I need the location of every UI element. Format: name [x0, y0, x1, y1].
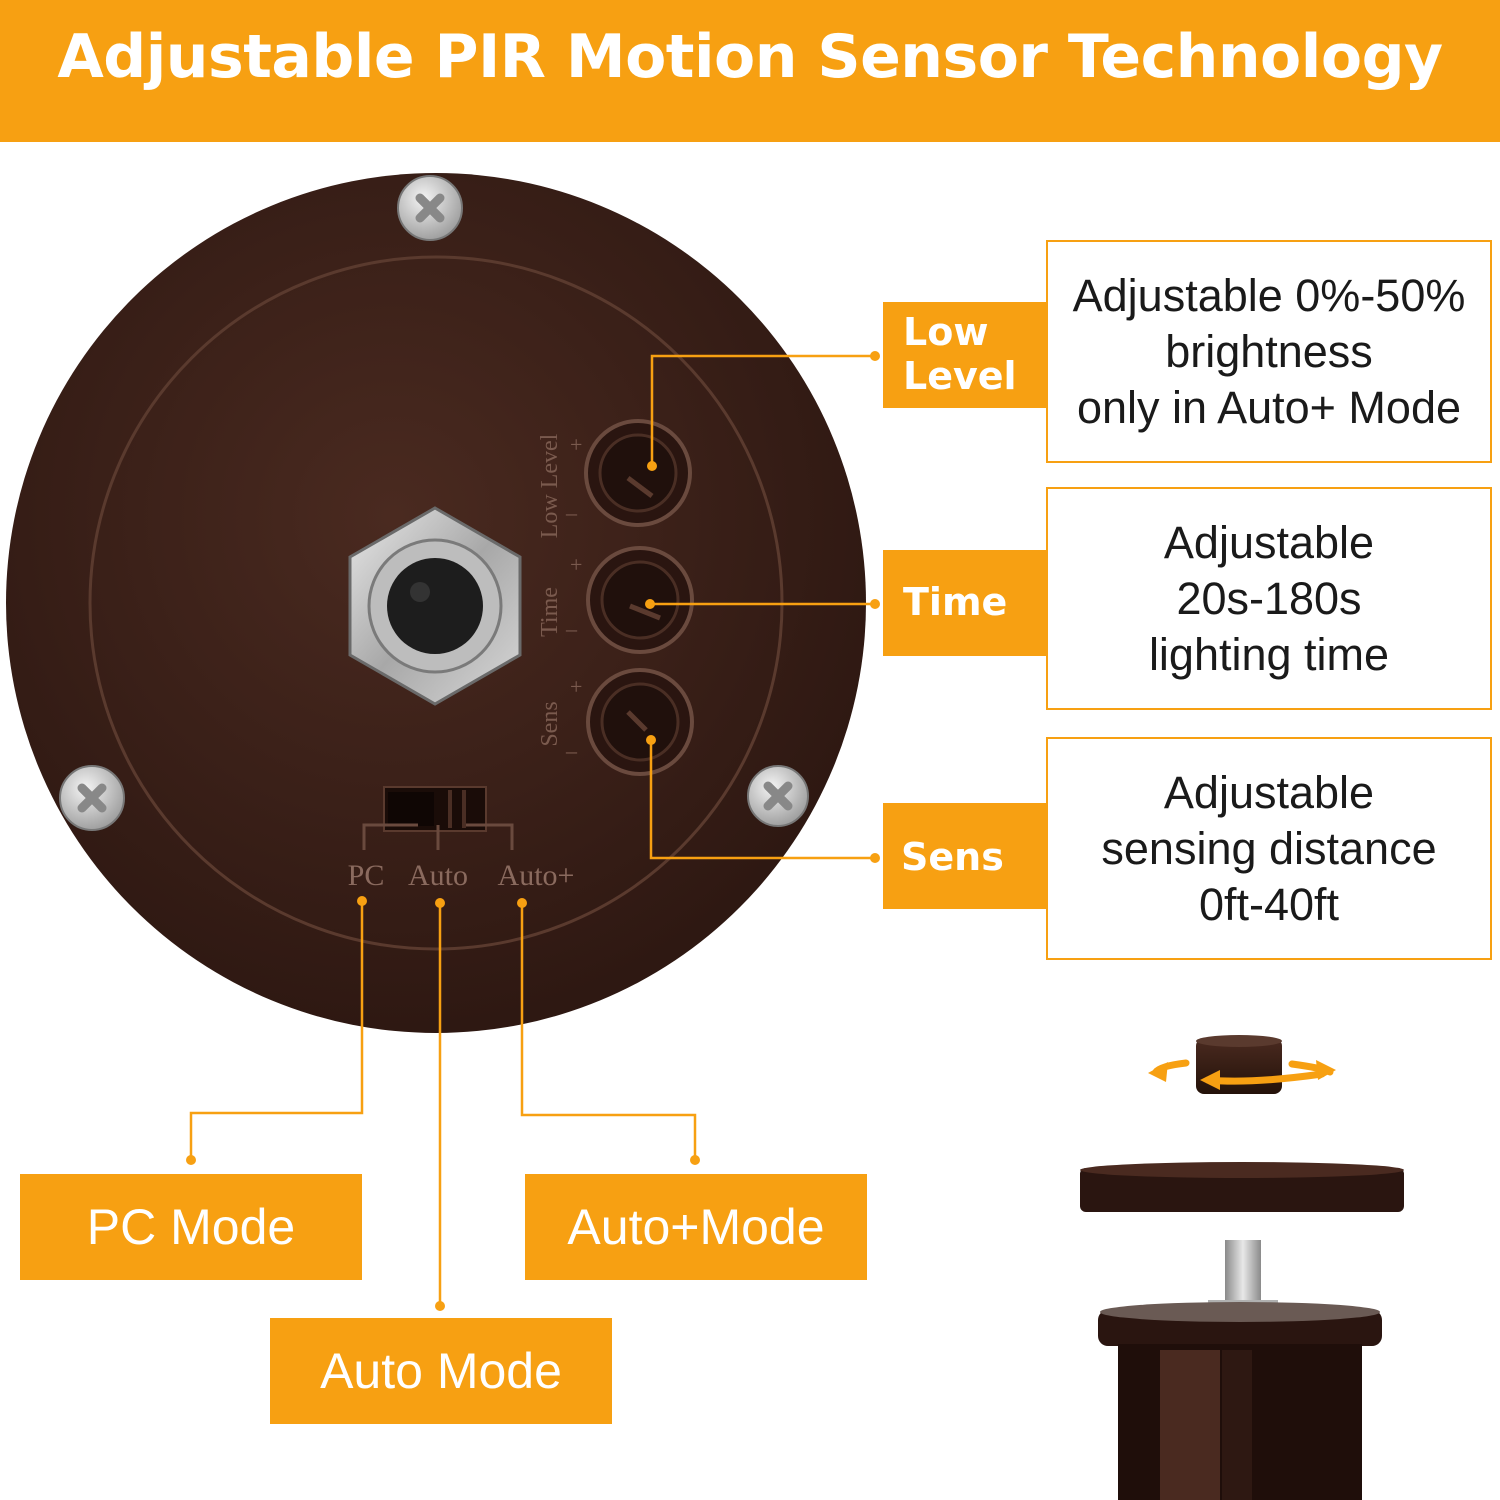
- tag-sens: Sens: [883, 803, 1047, 909]
- switch-label-auto: Auto: [408, 859, 468, 892]
- time-knob: [586, 546, 694, 654]
- tag-sens-label: Sens: [901, 835, 1004, 879]
- low-level-knob: [584, 419, 692, 527]
- desc-line: sensing distance: [1101, 822, 1437, 874]
- desc-line: Adjustable 0%-50%: [1072, 269, 1466, 321]
- tag-low-level-line2: Level: [903, 354, 1017, 398]
- mode-switch: [362, 786, 514, 850]
- arrow-head-icon: [1316, 1060, 1336, 1080]
- screw-icon: [59, 765, 125, 831]
- minus-mark: –: [565, 500, 578, 525]
- sensor-disc: [1080, 1162, 1404, 1212]
- minus-mark: –: [565, 738, 578, 763]
- desc-line: Adjustable: [1163, 766, 1375, 818]
- threaded-bolt: [1225, 1240, 1261, 1308]
- sensor-base: [1098, 1302, 1382, 1500]
- minus-mark: –: [565, 616, 578, 641]
- desc-low-level: Adjustable 0%-50% brightness only in Aut…: [1046, 240, 1492, 463]
- leader-dots: [186, 351, 880, 1311]
- desc-line: 0ft-40ft: [1198, 878, 1340, 930]
- sensor-cap: [1196, 1035, 1282, 1094]
- desc-time: Adjustable 20s-180s lighting time: [1046, 487, 1492, 710]
- desc-line: brightness: [1165, 325, 1373, 377]
- sens-knob: [586, 668, 694, 776]
- screw-icon: [747, 765, 809, 827]
- mode-tag-auto-plus: Auto+Mode: [525, 1174, 867, 1280]
- hex-nut: [348, 506, 522, 706]
- tag-low-level-line1: Low: [903, 310, 989, 354]
- plus-mark: +: [570, 552, 582, 577]
- time-emboss: Time: [537, 587, 563, 637]
- desc-line: 20s-180s: [1176, 572, 1362, 624]
- arrow-head-icon: [1200, 1070, 1220, 1090]
- tag-low-level: Low Level: [883, 302, 1047, 408]
- desc-line: Adjustable: [1163, 516, 1375, 568]
- arrow-head-icon: [1148, 1062, 1168, 1082]
- mode-tag-auto: Auto Mode: [270, 1318, 612, 1424]
- low-level-emboss: Low Level: [537, 433, 563, 538]
- leader-lines: [189, 354, 875, 1306]
- switch-label-auto-plus: Auto+: [498, 859, 575, 892]
- tag-time-label: Time: [903, 580, 1008, 624]
- plus-mark: +: [570, 674, 582, 699]
- screw-icon: [397, 175, 463, 241]
- switch-label-pc: PC: [348, 859, 385, 892]
- desc-sens: Adjustable sensing distance 0ft-40ft: [1046, 737, 1492, 960]
- page-title: Adjustable PIR Motion Sensor Technology: [57, 22, 1443, 92]
- desc-line: only in Auto+ Mode: [1076, 381, 1462, 433]
- mode-tag-pc: PC Mode: [20, 1174, 362, 1280]
- tag-time: Time: [883, 550, 1047, 656]
- desc-line: lighting time: [1148, 628, 1390, 680]
- sens-emboss: Sens: [537, 701, 563, 746]
- plus-mark: +: [570, 432, 582, 457]
- header-banner: [0, 0, 1500, 142]
